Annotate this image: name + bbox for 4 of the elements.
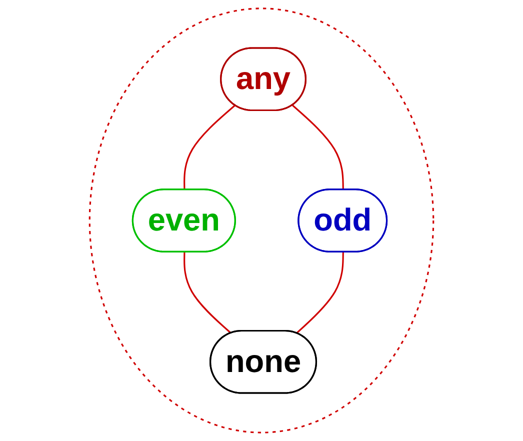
connector: [184, 252, 232, 334]
connector: [296, 252, 344, 334]
connector: [184, 104, 236, 190]
connector: [292, 104, 344, 190]
